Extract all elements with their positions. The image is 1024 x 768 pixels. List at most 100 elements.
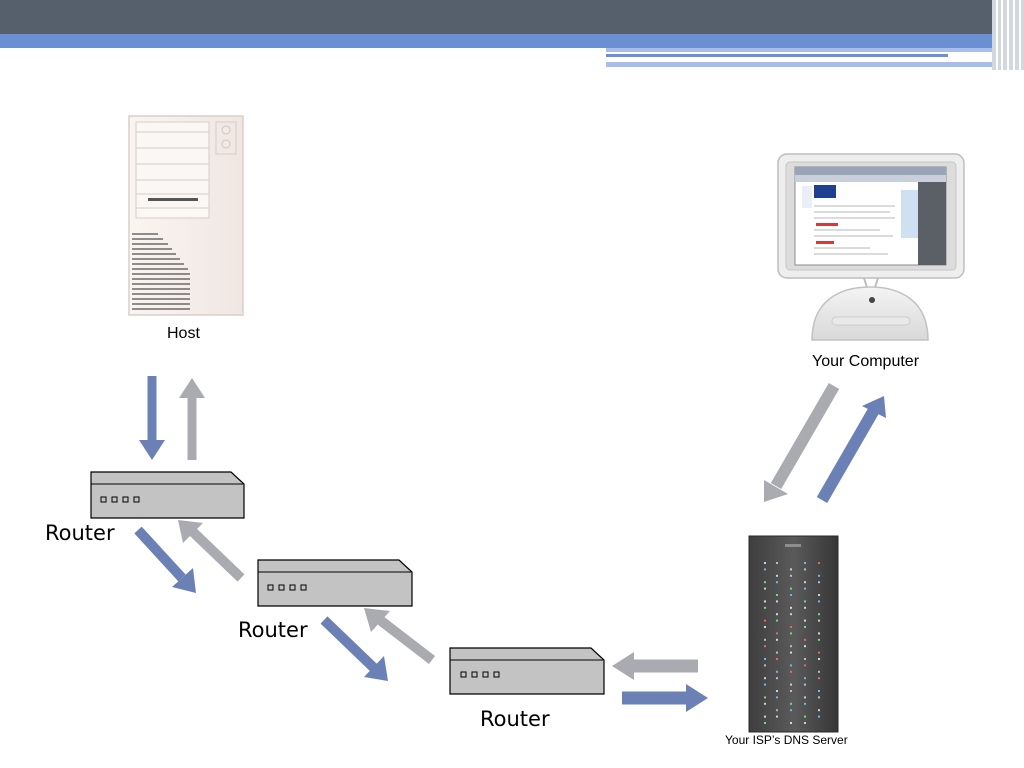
rack-led — [818, 594, 820, 596]
rack-led — [818, 670, 820, 673]
arrow-router-to-host — [179, 378, 205, 460]
header-dark-bar — [0, 0, 1024, 34]
rack-led — [764, 696, 766, 699]
rack-led — [818, 690, 820, 692]
rack-led — [776, 715, 778, 718]
arrow-router3-to-dns — [622, 684, 708, 712]
header-accent-line-1 — [606, 48, 1024, 52]
rack-led — [776, 594, 778, 596]
rack-led — [776, 658, 778, 660]
rack-led — [804, 722, 806, 724]
header-accent-line-2 — [606, 54, 948, 57]
rack-led — [764, 619, 766, 622]
rack-led — [764, 587, 766, 590]
rack-led — [790, 722, 792, 724]
rack-led — [804, 581, 806, 584]
rack-led — [818, 562, 820, 564]
your-computer-icon — [777, 153, 965, 341]
rack-led — [818, 632, 820, 635]
rack-led — [776, 677, 778, 680]
rack-led — [804, 626, 806, 628]
rack-led — [804, 600, 806, 603]
rack-led — [764, 702, 766, 705]
rack-led — [804, 645, 806, 648]
router-1-label: Router — [45, 521, 115, 545]
slide-header-bars — [0, 0, 1024, 70]
arrow-router2-to-router3 — [320, 616, 388, 681]
rack-led — [818, 709, 820, 712]
arrow-dns-to-computer — [816, 396, 886, 504]
rack-led — [764, 606, 766, 609]
rack-led — [764, 562, 766, 564]
rack-led — [790, 709, 792, 712]
rack-status-leds — [764, 562, 820, 724]
rack-led — [804, 715, 806, 718]
rack-led — [818, 715, 820, 718]
rack-led — [790, 568, 792, 571]
rack-led — [776, 651, 778, 654]
rack-led — [764, 581, 766, 584]
rack-led — [776, 696, 778, 699]
rack-led — [818, 574, 820, 577]
rack-led — [764, 683, 766, 686]
rack-led — [818, 600, 820, 603]
rack-led — [764, 658, 766, 660]
rack-led — [764, 600, 766, 603]
rack-led — [804, 562, 806, 564]
arrow-router1-to-router2 — [134, 526, 196, 593]
rack-led — [804, 664, 806, 667]
rack-led — [818, 651, 820, 654]
rack-led — [790, 626, 792, 628]
rack-led — [764, 645, 766, 648]
router-2-icon — [257, 559, 413, 607]
rack-led — [818, 613, 820, 616]
rack-led — [776, 613, 778, 616]
header-accent-line-3 — [606, 62, 1024, 67]
rack-led — [790, 594, 792, 596]
rack-led — [818, 677, 820, 680]
arrow-dns-to-router3 — [612, 652, 698, 680]
rack-led — [764, 677, 766, 680]
rack-led — [776, 632, 778, 635]
rack-led — [776, 574, 778, 577]
arrow-router3-to-router2 — [364, 608, 436, 664]
rack-led — [804, 702, 806, 705]
rack-led — [790, 670, 792, 673]
rack-led — [804, 619, 806, 622]
rack-led — [790, 606, 792, 609]
arrow-router2-to-router1 — [178, 520, 245, 582]
rack-led — [764, 568, 766, 571]
rack-led — [818, 619, 820, 622]
rack-led — [804, 683, 806, 686]
arrow-host-to-router — [139, 376, 165, 460]
arrow-computer-to-dns — [764, 382, 840, 502]
rack-led — [776, 690, 778, 692]
rack-led — [804, 696, 806, 699]
header-corner-stripes — [992, 0, 1024, 70]
router-2-label: Router — [238, 618, 308, 642]
rack-led — [790, 632, 792, 635]
rack-led — [790, 664, 792, 667]
rack-led — [790, 690, 792, 692]
dns-server-icon — [748, 535, 839, 733]
rack-led — [790, 651, 792, 654]
rack-led — [804, 568, 806, 571]
rack-led — [776, 562, 778, 564]
rack-led — [764, 638, 766, 641]
rack-led — [790, 645, 792, 648]
rack-led — [818, 696, 820, 699]
router-3-label: Router — [480, 707, 550, 731]
rack-led — [776, 619, 778, 622]
rack-led — [764, 626, 766, 628]
host-server-icon — [128, 115, 244, 316]
your-computer-label: Your Computer — [812, 353, 920, 370]
rack-led — [790, 702, 792, 705]
rack-led — [818, 658, 820, 660]
router-3-icon — [449, 647, 605, 695]
dns-server-label: Your ISP’s DNS Server — [725, 733, 848, 747]
rack-led — [790, 574, 792, 577]
rack-led — [764, 715, 766, 718]
host-label: Host — [167, 325, 200, 342]
rack-led — [764, 664, 766, 667]
